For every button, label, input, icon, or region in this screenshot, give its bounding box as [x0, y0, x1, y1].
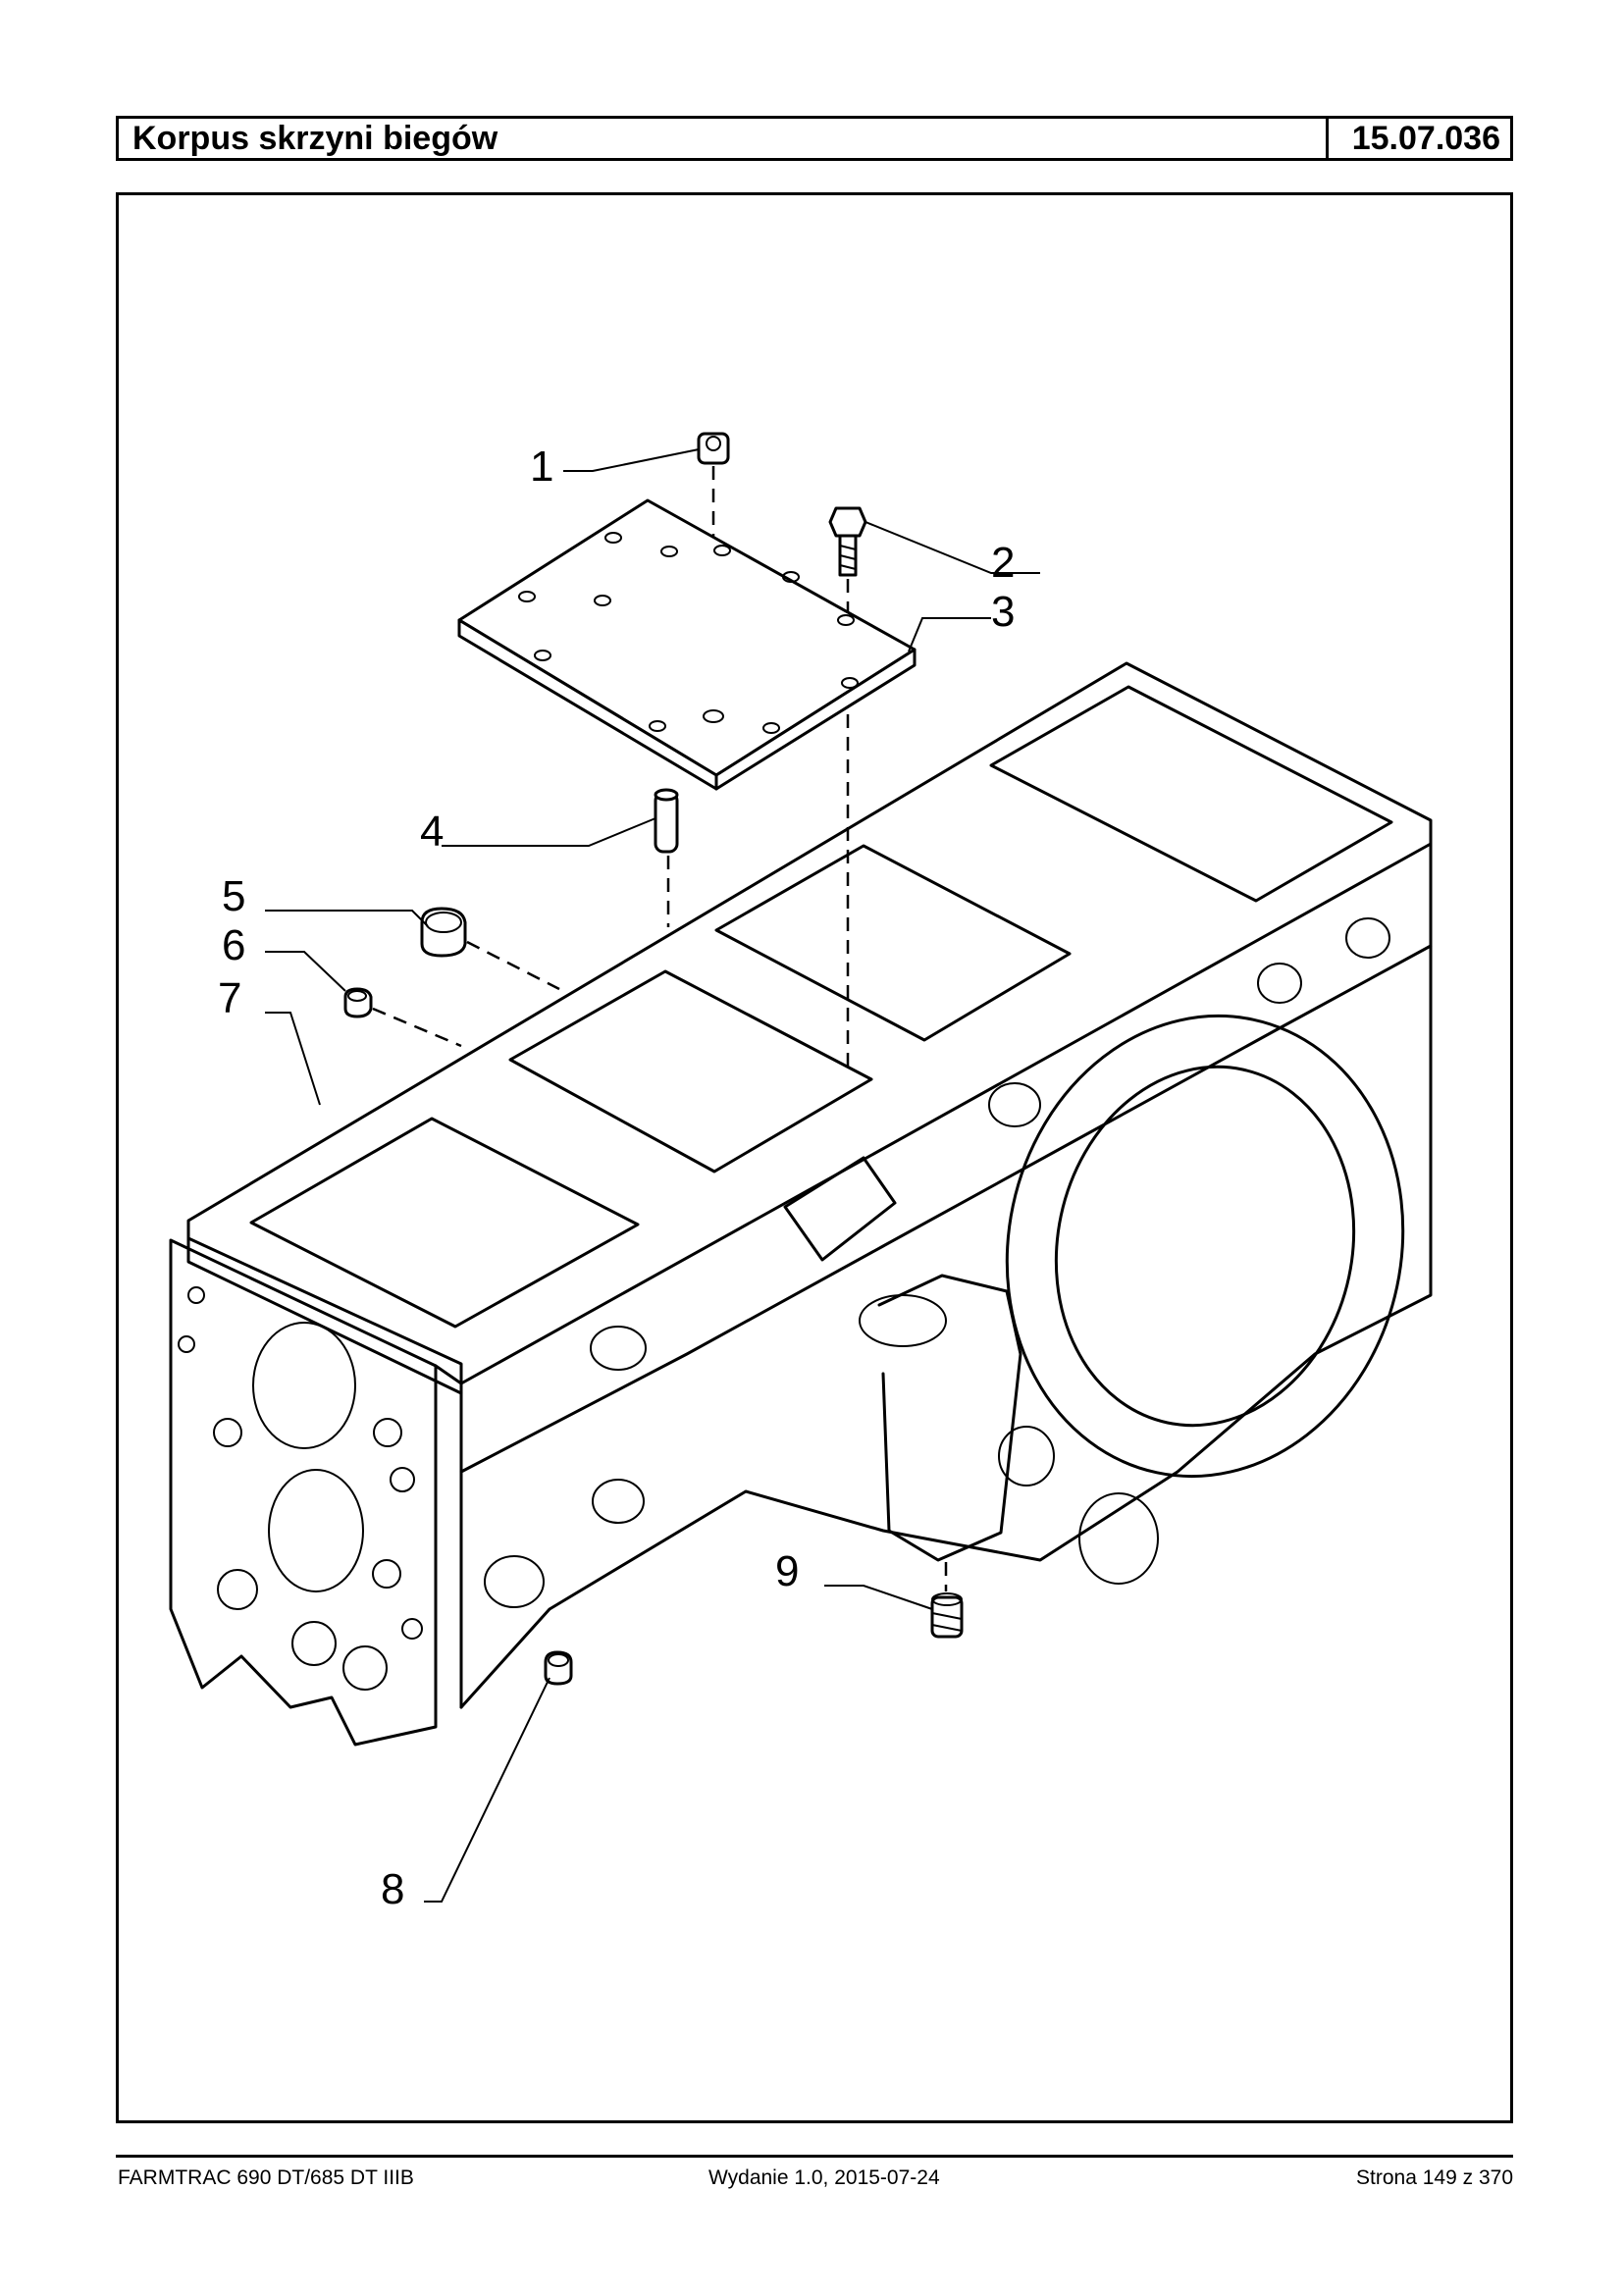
- part-7-transmission-housing: [169, 661, 1433, 1747]
- assembly-axis-6: [372, 1007, 462, 1048]
- callout-2: 2: [991, 539, 1015, 587]
- title-bar: Korpus skrzyni biegów 15.07.036: [116, 116, 1513, 161]
- footer-model: FARMTRAC 690 DT/685 DT IIIB: [118, 2166, 414, 2189]
- page-title: Korpus skrzyni biegów: [132, 120, 498, 157]
- callout-5: 5: [222, 872, 245, 920]
- callout-6: 6: [222, 921, 245, 969]
- part-3-cover-plate: [457, 498, 917, 791]
- drawing-frame: [116, 192, 1513, 2123]
- callout-1: 1: [530, 443, 553, 491]
- document-code: 15.07.036: [1326, 119, 1510, 158]
- callout-3: 3: [991, 588, 1015, 636]
- assembly-axis-5: [466, 940, 560, 991]
- callout-9: 9: [775, 1547, 799, 1595]
- part-1-nut: [697, 432, 730, 465]
- footer-divider: [116, 2155, 1513, 2158]
- callout-4: 4: [420, 808, 444, 856]
- leader-lines: [265, 448, 1040, 1903]
- part-6-small-plug: [343, 987, 373, 1018]
- callout-7: 7: [218, 974, 241, 1022]
- part-8-plug: [544, 1650, 573, 1686]
- part-2-bolt: [828, 506, 867, 577]
- part-5-plug: [420, 907, 467, 958]
- part-4-dowel-pin: [654, 788, 679, 854]
- footer-page-number: Strona 149 z 370: [1356, 2166, 1513, 2189]
- callout-8: 8: [381, 1865, 404, 1913]
- part-9-drain-plug: [930, 1592, 964, 1639]
- footer-edition: Wydanie 1.0, 2015-07-24: [708, 2166, 940, 2189]
